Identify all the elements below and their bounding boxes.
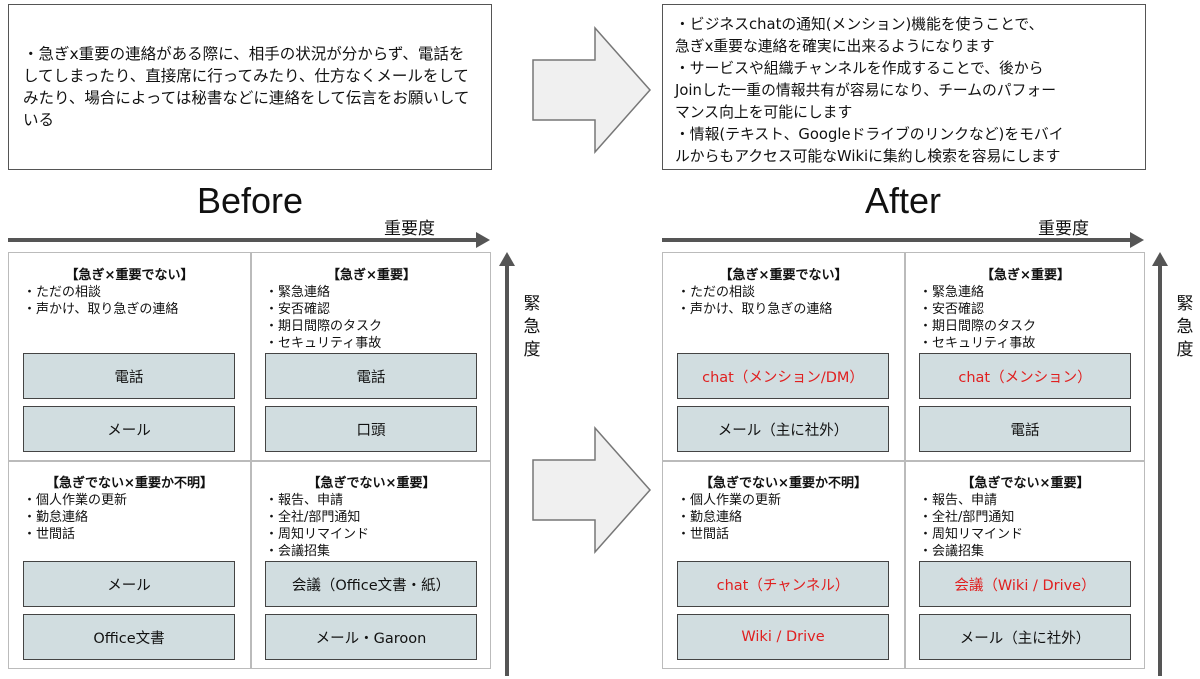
before-summary-text: ・急ぎx重要の連絡がある際に、相手の状況が分からず、電話をしてしまったり、直接席… [23, 45, 470, 129]
before-heading: Before [196, 180, 304, 221]
list-item: ・全社/部門通知 [265, 510, 361, 525]
tool-box: 会議（Wiki / Drive） [919, 561, 1131, 607]
tool-box: メール [23, 406, 235, 452]
tool-box: chat（チャンネル） [677, 561, 889, 607]
quadrant-title: 【急ぎでない×重要】 [961, 476, 1090, 491]
tool-box: Office文書 [23, 614, 235, 660]
list-item: ・勤怠連絡 [677, 510, 743, 525]
quadrant-items: ・個人作業の更新 ・勤怠連絡 ・世間話 [23, 492, 127, 543]
before-quadrant-urgent-unimportant: 【急ぎ×重要でない】 ・ただの相談 ・声かけ、取り急ぎの連絡 電話 メール [9, 253, 250, 460]
quadrant-items: ・ただの相談 ・声かけ、取り急ぎの連絡 [23, 284, 178, 318]
tool-box: メール（主に社外） [919, 614, 1131, 660]
quadrant-title: 【急ぎでない×重要】 [307, 476, 436, 491]
before-urgency-axis-label: 緊 急 度 [523, 294, 541, 360]
list-item: ・勤怠連絡 [23, 510, 89, 525]
quadrant-items: ・緊急連絡 ・安否確認 ・期日間際のタスク ・セキュリティ事故 [919, 284, 1036, 352]
list-item: ・報告、申請 [919, 493, 998, 508]
before-importance-axis-label: 重要度 [384, 219, 435, 239]
list-item: ・会議招集 [265, 544, 331, 559]
after-summary-box: ・ビジネスchatの通知(メンション)機能を使うことで、 急ぎx重要な連絡を確実… [662, 4, 1146, 170]
tool-box: chat（メンション） [919, 353, 1131, 399]
list-item: ・期日間際のタスク [265, 319, 383, 334]
after-urgency-axis-arrow [1152, 252, 1168, 676]
quadrant-items: ・ただの相談 ・声かけ、取り急ぎの連絡 [677, 284, 832, 318]
tool-box: メール・Garoon [265, 614, 477, 660]
list-item: ・ただの相談 [677, 285, 756, 300]
quadrant-title: 【急ぎ×重要でない】 [65, 268, 194, 283]
tool-box: Wiki / Drive [677, 614, 889, 660]
tool-box: 電話 [265, 353, 477, 399]
list-item: ・安否確認 [919, 302, 985, 317]
tool-box: メール [23, 561, 235, 607]
after-matrix: 【急ぎ×重要でない】 ・ただの相談 ・声かけ、取り急ぎの連絡 chat（メンショ… [662, 252, 1145, 669]
before-urgency-axis-arrow [499, 252, 515, 676]
before-quadrant-not-urgent-unclear: 【急ぎでない×重要か不明】 ・個人作業の更新 ・勤怠連絡 ・世間話 メール Of… [9, 461, 250, 668]
list-item: ・期日間際のタスク [919, 319, 1037, 334]
list-item: ・セキュリティ事故 [265, 336, 382, 351]
list-item: ・セキュリティ事故 [919, 336, 1036, 351]
quadrant-title: 【急ぎ×重要】 [327, 268, 416, 283]
quadrant-title: 【急ぎでない×重要か不明】 [700, 476, 867, 491]
list-item: ・世間話 [23, 527, 76, 542]
list-item: ・声かけ、取り急ぎの連絡 [677, 302, 833, 317]
tool-box: chat（メンション/DM） [677, 353, 889, 399]
before-summary-box: ・急ぎx重要の連絡がある際に、相手の状況が分からず、電話をしてしまったり、直接席… [8, 4, 492, 170]
list-item: ・安否確認 [265, 302, 331, 317]
after-urgency-axis-label: 緊 急 度 [1176, 294, 1194, 360]
before-importance-axis-arrow [8, 232, 490, 248]
before-matrix: 【急ぎ×重要でない】 ・ただの相談 ・声かけ、取り急ぎの連絡 電話 メール 【急… [8, 252, 491, 669]
middle-transition-arrow-icon [532, 426, 652, 554]
list-item: ・緊急連絡 [919, 285, 985, 300]
tool-box: 会議（Office文書・紙） [265, 561, 477, 607]
list-item: ・周知リマインド [919, 527, 1024, 542]
list-item: ・会議招集 [919, 544, 985, 559]
quadrant-items: ・緊急連絡 ・安否確認 ・期日間際のタスク ・セキュリティ事故 [265, 284, 382, 352]
top-transition-arrow-icon [532, 26, 652, 154]
list-item: ・個人作業の更新 [677, 493, 782, 508]
quadrant-title: 【急ぎ×重要】 [981, 268, 1070, 283]
list-item: ・声かけ、取り急ぎの連絡 [23, 302, 179, 317]
list-item: ・全社/部門通知 [919, 510, 1015, 525]
after-quadrant-urgent-unimportant: 【急ぎ×重要でない】 ・ただの相談 ・声かけ、取り急ぎの連絡 chat（メンショ… [663, 253, 904, 460]
tool-box: メール（主に社外） [677, 406, 889, 452]
after-quadrant-not-urgent-important: 【急ぎでない×重要】 ・報告、申請 ・全社/部門通知 ・周知リマインド ・会議招… [905, 461, 1146, 668]
list-item: ・ただの相談 [23, 285, 102, 300]
list-item: ・緊急連絡 [265, 285, 331, 300]
list-item: ・世間話 [677, 527, 730, 542]
quadrant-items: ・報告、申請 ・全社/部門通知 ・周知リマインド ・会議招集 [265, 492, 369, 560]
before-quadrant-urgent-important: 【急ぎ×重要】 ・緊急連絡 ・安否確認 ・期日間際のタスク ・セキュリティ事故 … [251, 253, 492, 460]
after-quadrant-not-urgent-unclear: 【急ぎでない×重要か不明】 ・個人作業の更新 ・勤怠連絡 ・世間話 chat（チ… [663, 461, 904, 668]
after-quadrant-urgent-important: 【急ぎ×重要】 ・緊急連絡 ・安否確認 ・期日間際のタスク ・セキュリティ事故 … [905, 253, 1146, 460]
after-importance-axis-arrow [662, 232, 1144, 248]
tool-box: 電話 [919, 406, 1131, 452]
after-importance-axis-label: 重要度 [1038, 219, 1089, 239]
tool-box: 口頭 [265, 406, 477, 452]
after-summary-text: ・ビジネスchatの通知(メンション)機能を使うことで、 急ぎx重要な連絡を確実… [675, 16, 1064, 165]
after-heading: After [864, 180, 942, 221]
list-item: ・報告、申請 [265, 493, 344, 508]
list-item: ・個人作業の更新 [23, 493, 128, 508]
quadrant-items: ・個人作業の更新 ・勤怠連絡 ・世間話 [677, 492, 781, 543]
quadrant-title: 【急ぎでない×重要か不明】 [46, 476, 213, 491]
quadrant-title: 【急ぎ×重要でない】 [719, 268, 848, 283]
quadrant-items: ・報告、申請 ・全社/部門通知 ・周知リマインド ・会議招集 [919, 492, 1023, 560]
before-quadrant-not-urgent-important: 【急ぎでない×重要】 ・報告、申請 ・全社/部門通知 ・周知リマインド ・会議招… [251, 461, 492, 668]
list-item: ・周知リマインド [265, 527, 370, 542]
tool-box: 電話 [23, 353, 235, 399]
